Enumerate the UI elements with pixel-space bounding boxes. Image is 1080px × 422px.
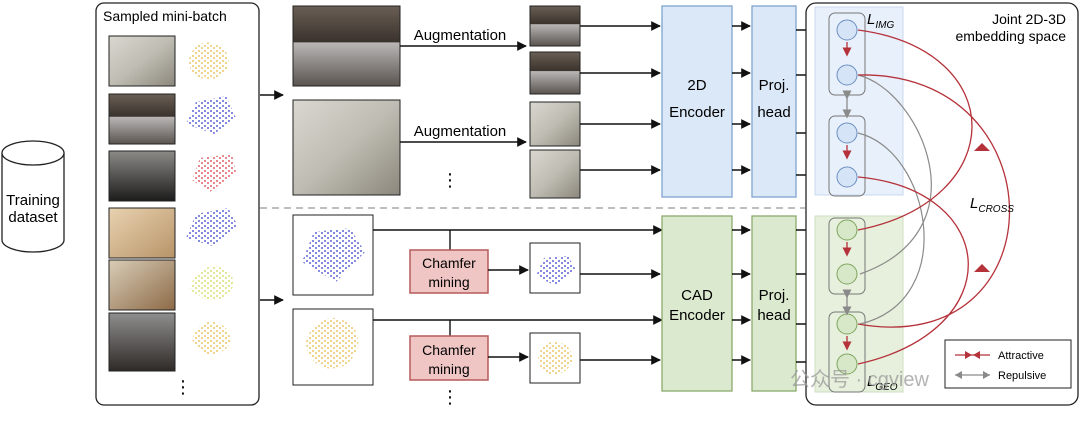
pointcloud-blue-bed (186, 96, 236, 134)
legend-attractive-label: Attractive (998, 350, 1044, 362)
encoder-2d (661, 5, 733, 198)
dataset-label-line1: Training (6, 192, 60, 209)
input-photo-chair (292, 99, 401, 196)
l-img-label: LIMG (867, 11, 894, 31)
cross-attractive-marker-2 (974, 264, 990, 272)
chamfer-mining-box-bottom (409, 335, 489, 381)
dataset-label-line2: dataset (8, 209, 58, 226)
cross-repulsive-curve-1 (857, 74, 932, 275)
pointcloud-red-sofa (192, 154, 236, 192)
cad-branch: Chamfer mining Chamfer mining ⋮ CAD Enco… (292, 214, 835, 407)
image-branch: Augmentation Augmentation ⋮ 2D Encoder P… (292, 5, 835, 199)
image-branch-ellipsis: ⋮ (441, 170, 459, 190)
cad-input-chair-pointcloud (306, 317, 359, 369)
cross-attractive-curve-2 (857, 176, 969, 365)
watermark-text: 公众号 · cgview (790, 368, 929, 391)
projection-head-2d-line2: head (757, 104, 790, 121)
img-embedding-node-4 (836, 166, 858, 188)
minibatch-photo-bedframe (108, 207, 176, 259)
encoder-cad (661, 215, 733, 392)
augmentation-label-top: Augmentation (414, 27, 507, 44)
input-photo-bedroom (292, 5, 401, 87)
encoder-2d-line1: 2D (687, 77, 706, 94)
pointcloud-blue-bedframe (186, 208, 238, 246)
l-geo-label: LGEO (867, 373, 898, 393)
minibatch-photo-cabinet (108, 259, 176, 311)
chamfer-top-line2: mining (428, 274, 469, 290)
cross-attractive-curve-3 (857, 74, 1010, 328)
img-embedding-node-1 (836, 19, 858, 41)
chamfer-top-line1: Chamfer (422, 255, 476, 271)
cross-attractive-marker-1 (974, 143, 990, 151)
legend: Attractive Repulsive (944, 339, 1072, 389)
cad-branch-ellipsis: ⋮ (441, 387, 459, 407)
cross-attractive-curve-1 (857, 29, 973, 231)
legend-repulsive-label: Repulsive (998, 370, 1046, 382)
pointcloud-lime-cabinet (190, 266, 234, 301)
l-cross-label: LCROSS (970, 195, 1014, 215)
geo-embedding-node-2 (836, 263, 858, 285)
projection-head-cad (751, 215, 797, 392)
projection-head-cad-line1: Proj. (759, 287, 790, 304)
minibatch-panel: Sampled mini-batch ⋮ (95, 2, 260, 406)
projection-head-2d-line1: Proj. (759, 77, 790, 94)
training-dataset-cylinder: Training dataset (1, 140, 65, 253)
img-embedding-region (814, 6, 904, 196)
geo-embedding-region (814, 215, 904, 393)
embedding-space-panel: Joint 2D-3D embedding space LIMG (805, 2, 1079, 406)
pointcloud-yellow-chair (189, 42, 229, 79)
minibatch-ellipsis: ⋮ (174, 377, 192, 397)
mined-cad-bed-pointcloud (536, 256, 576, 286)
minibatch-title: Sampled mini-batch (103, 8, 227, 24)
projection-head-2d (751, 5, 797, 198)
augmented-photo-1 (529, 5, 581, 47)
geo-embedding-node-1 (836, 219, 858, 241)
augmented-photo-2 (529, 51, 581, 95)
minibatch-photo-sofa (108, 150, 176, 202)
augmented-photo-3 (529, 101, 581, 147)
augmented-photo-4 (529, 149, 581, 199)
img-embedding-node-3 (836, 122, 858, 144)
augmentation-label-bottom: Augmentation (414, 123, 507, 140)
geo-embedding-node-3 (836, 313, 858, 335)
pointcloud-yellow-armchair (192, 321, 231, 355)
encoder-2d-line2: Encoder (669, 104, 725, 121)
minibatch-photo-chair (108, 35, 176, 87)
minibatch-photo-armchair (108, 312, 176, 372)
encoder-cad-line1: CAD (681, 287, 713, 304)
embedding-title-line1: Joint 2D-3D (992, 11, 1066, 27)
mined-cad-chair-pointcloud (538, 341, 573, 375)
cad-input-bed-pointcloud (302, 228, 365, 282)
chamfer-bottom-line1: Chamfer (422, 342, 476, 358)
geo-embedding-node-4 (836, 353, 858, 375)
embedding-title-line2: embedding space (955, 28, 1066, 44)
cross-repulsive-curve-2 (857, 132, 925, 325)
encoder-cad-line2: Encoder (669, 307, 725, 324)
projection-head-cad-line2: head (757, 307, 790, 324)
minibatch-photo-bed (108, 93, 176, 145)
chamfer-mining-box-top (409, 249, 489, 294)
img-embedding-node-2 (836, 64, 858, 86)
chamfer-bottom-line2: mining (428, 361, 469, 377)
